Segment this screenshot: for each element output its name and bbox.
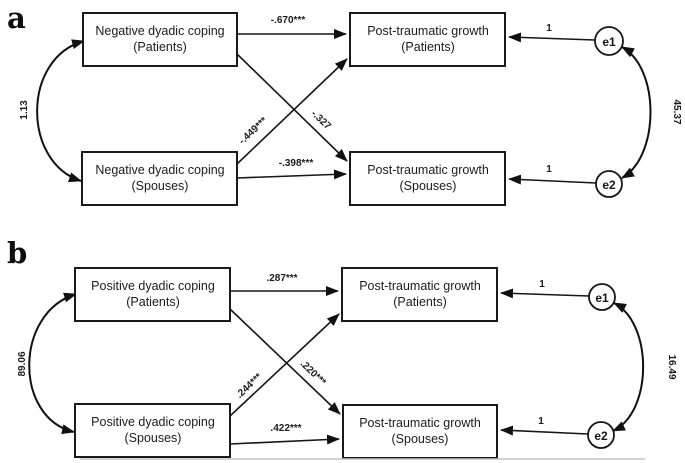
panel-b-box-coping-spouses-line2: (Spouses) [125, 431, 182, 445]
panel-b-e2-circle [587, 421, 615, 449]
panel-a-error-covariance-value: 45.37 [671, 99, 682, 124]
panel-b-box-coping-patients-line1: Positive dyadic coping [91, 279, 215, 293]
panel-a: a 1.13 45.37 -.670*** -.449*** -.327 -.3… [7, 1, 682, 206]
panel-a-error-covariance-arrow [621, 46, 652, 179]
panel-b-box-growth-patients [341, 267, 498, 322]
panel-b-e1-loading-arrow [500, 288, 590, 299]
panel-b-box-growth-patients-line1: Post-traumatic growth [359, 279, 481, 293]
panel-b-partner-spouses-to-patients-arrow [229, 313, 340, 417]
panel-b-e1-loading-value: 1 [539, 279, 545, 290]
panel-b-e1-circle [588, 283, 616, 311]
panel-b-box-coping-spouses-line1: Positive dyadic coping [91, 415, 215, 429]
panel-b-box-coping-patients [74, 267, 231, 322]
panel-b-coping-covariance-value: 89.06 [17, 351, 28, 376]
panel-a-e1-circle [594, 26, 624, 56]
panel-a-actor-spouses-arrow [236, 169, 347, 180]
panel-b-partner-patients-to-spouses-value: .220*** [298, 358, 328, 388]
panel-b-box-growth-spouses-line1: Post-traumatic growth [359, 416, 481, 430]
panel-a-partner-patients-to-spouses-arrow [236, 53, 348, 162]
panel-a-partner-spouses-to-patients-arrow [236, 58, 348, 165]
panel-b-box-growth-patients-line2: (Patients) [393, 295, 447, 309]
panel-a-box-growth-patients-line2: (Patients) [401, 40, 455, 54]
panel-b-actor-spouses-value: .422*** [270, 423, 301, 434]
panel-a-actor-patients-value: -.670*** [271, 15, 306, 26]
panel-a-e2-circle [595, 170, 623, 198]
panel-a-box-growth-spouses-line2: (Spouses) [400, 179, 457, 193]
panel-a-partner-patients-to-spouses-value: -.327 [309, 108, 333, 132]
panel-b-box-coping-spouses [74, 403, 231, 458]
panel-a-box-growth-spouses [349, 151, 506, 206]
panel-b-error-covariance-arrow [612, 302, 645, 432]
panel-b: b 89.06 16.49 .287*** .244*** .220*** .4… [7, 236, 677, 459]
panel-a-actor-spouses-value: -.398*** [279, 158, 314, 169]
panel-a-partner-spouses-to-patients-value: -.449*** [237, 115, 270, 147]
panel-b-e2-label: e2 [594, 429, 608, 443]
panel-b-actor-spouses-arrow [229, 434, 340, 445]
panel-a-coping-covariance-arrow [36, 39, 85, 183]
panel-b-partner-patients-to-spouses-arrow [229, 308, 341, 415]
panel-a-box-growth-patients-line1: Post-traumatic growth [367, 24, 489, 38]
panel-a-box-growth-spouses-line1: Post-traumatic growth [367, 163, 489, 177]
panel-a-e2-label: e2 [602, 178, 616, 192]
panel-a-box-coping-spouses-line1: Negative dyadic coping [95, 163, 224, 177]
panel-a-box-coping-spouses [81, 151, 238, 206]
panel-b-partner-spouses-to-patients-value: .244*** [234, 371, 264, 400]
panel-a-e2-loading-value: 1 [546, 164, 552, 175]
panel-b-actor-patients-value: .287*** [266, 273, 297, 284]
panel-a-box-growth-patients [349, 12, 506, 67]
panel-b-letter: b [7, 236, 27, 270]
panel-a-letter: a [7, 1, 26, 35]
panel-b-e1-label: e1 [595, 291, 609, 305]
panel-a-box-coping-patients-line1: Negative dyadic coping [95, 24, 224, 38]
panel-b-e2-loading-value: 1 [538, 416, 544, 427]
panel-a-e1-loading-value: 1 [546, 23, 552, 34]
panel-b-coping-covariance-arrow [28, 292, 77, 435]
panel-b-box-growth-spouses-line2: (Spouses) [392, 432, 449, 446]
panel-a-e2-loading-arrow [508, 174, 597, 185]
panel-b-box-growth-spouses [342, 404, 498, 459]
panel-b-error-covariance-value: 16.49 [666, 354, 677, 379]
panel-a-e1-label: e1 [602, 35, 616, 49]
panel-a-box-coping-patients-line2: (Patients) [133, 40, 187, 54]
panel-a-box-coping-spouses-line2: (Spouses) [132, 179, 189, 193]
panel-a-coping-covariance-value: 1.13 [19, 100, 30, 120]
panel-a-e1-loading-arrow [508, 32, 596, 43]
panel-a-box-coping-patients [82, 12, 238, 67]
panel-b-e2-loading-arrow [500, 425, 589, 436]
panel-b-box-coping-patients-line2: (Patients) [126, 295, 180, 309]
